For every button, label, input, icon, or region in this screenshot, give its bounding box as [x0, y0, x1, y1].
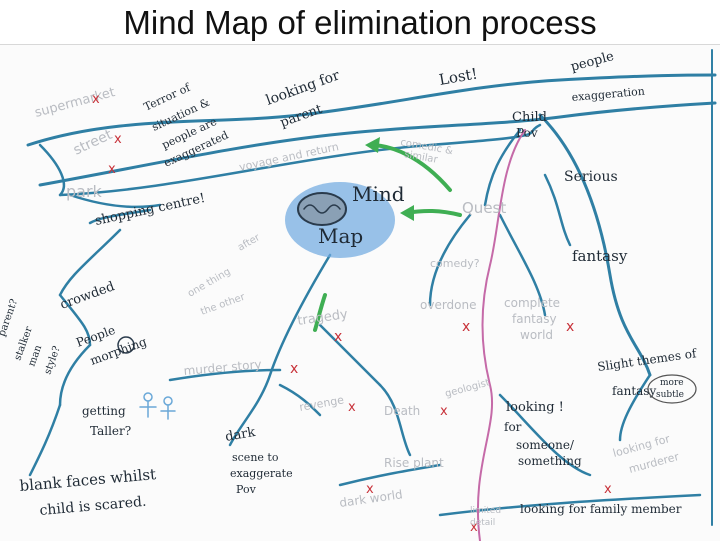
cross-park: x: [108, 162, 116, 177]
node-overdone: overdone: [420, 298, 477, 312]
branch-street: [40, 145, 64, 195]
cross-street: x: [114, 132, 122, 147]
slide-title: Mind Map of elimination process: [0, 4, 720, 42]
cross-murderer: x: [604, 482, 612, 497]
node-blank-faces-2: child is scared.: [39, 494, 147, 519]
branch-center-down: [230, 255, 330, 445]
node-lost: Lost!: [438, 64, 479, 88]
node-looking-parent-1: looking for: [264, 67, 342, 108]
node-after: after: [236, 232, 263, 254]
node-child: Child: [512, 110, 547, 125]
node-looking-family: looking for family member: [520, 502, 682, 516]
branch-tragedy: [320, 325, 380, 385]
node-one-thing: one thing: [186, 266, 233, 299]
cross-overdone: x: [462, 319, 470, 335]
node-dark-4: Pov: [236, 483, 257, 496]
node-more: more: [660, 378, 684, 388]
node-dark-1: dark: [224, 425, 256, 445]
cross-supermarket: x: [92, 92, 100, 107]
branch-death: [380, 385, 410, 455]
node-taller: Taller?: [90, 424, 131, 438]
node-subtle: subtle: [656, 390, 684, 400]
node-revenge: revenge: [298, 393, 345, 414]
brain-icon: [298, 193, 346, 225]
node-fantasy-world: fantasy: [512, 312, 557, 326]
node-looking-someone-2: for: [504, 420, 522, 434]
node-rise-plant: Rise plant: [384, 456, 444, 470]
node-quest: Quest: [462, 199, 506, 217]
cross-tragedy: x: [334, 329, 342, 345]
node-looking-someone-1: looking !: [506, 400, 564, 415]
branch-getting: [60, 345, 90, 405]
center-label-map: Map: [318, 224, 363, 248]
node-blank-faces-1: blank faces whilst: [19, 465, 157, 495]
mind-map-sheet: Mind Map supermarket x street x park x s…: [0, 44, 720, 541]
node-shopping-centre: shopping centre!: [94, 191, 207, 229]
cross-murder: x: [290, 361, 298, 377]
node-looking-parent-2: parent: [278, 101, 325, 130]
cross-death: x: [440, 404, 448, 419]
node-supermarket: supermarket: [33, 85, 117, 121]
node-comedy: comedy?: [430, 257, 480, 270]
node-fantasy: fantasy: [572, 247, 628, 265]
node-pov: Pov: [516, 126, 538, 140]
node-stalker-3: man: [26, 343, 44, 368]
branch-serious: [545, 175, 570, 245]
node-the-other: the other: [199, 291, 247, 317]
node-serious: Serious: [564, 169, 618, 185]
node-detail: detail: [470, 518, 495, 528]
branch-blank: [30, 405, 60, 475]
branch-right-down: [540, 115, 650, 375]
center-label-mind: Mind: [352, 182, 405, 206]
node-complete: complete: [504, 296, 560, 310]
node-looking-someone-3: someone/: [516, 438, 575, 452]
node-dark-2: scene to: [232, 451, 279, 464]
pink-line: [478, 130, 525, 541]
node-getting: getting: [82, 404, 126, 418]
node-murder-story: murder story: [183, 357, 262, 378]
node-dark-3: exaggerate: [230, 467, 293, 480]
stick-figures-icon: [140, 393, 175, 419]
node-looking-someone-4: something: [518, 454, 582, 468]
node-park: park: [66, 182, 103, 201]
node-stalker-4: style?: [42, 345, 62, 376]
cross-complete: x: [566, 319, 574, 335]
node-world: world: [520, 328, 553, 342]
node-slight-fantasy: fantasy: [612, 384, 656, 398]
cross-dark-world: x: [366, 482, 374, 497]
mind-map-diagram: Mind Map supermarket x street x park x s…: [0, 45, 720, 541]
node-tragedy: tragedy: [296, 307, 349, 329]
node-death: Death: [384, 404, 420, 418]
node-geologist: geologist: [444, 377, 491, 399]
cross-revenge: x: [348, 400, 356, 415]
node-limited: limited: [470, 506, 501, 516]
node-people: people: [569, 49, 616, 75]
node-exaggeration: exaggeration: [571, 85, 645, 104]
node-stalker-1: parent?: [0, 298, 20, 338]
green-arrowhead-quest: [400, 205, 414, 221]
